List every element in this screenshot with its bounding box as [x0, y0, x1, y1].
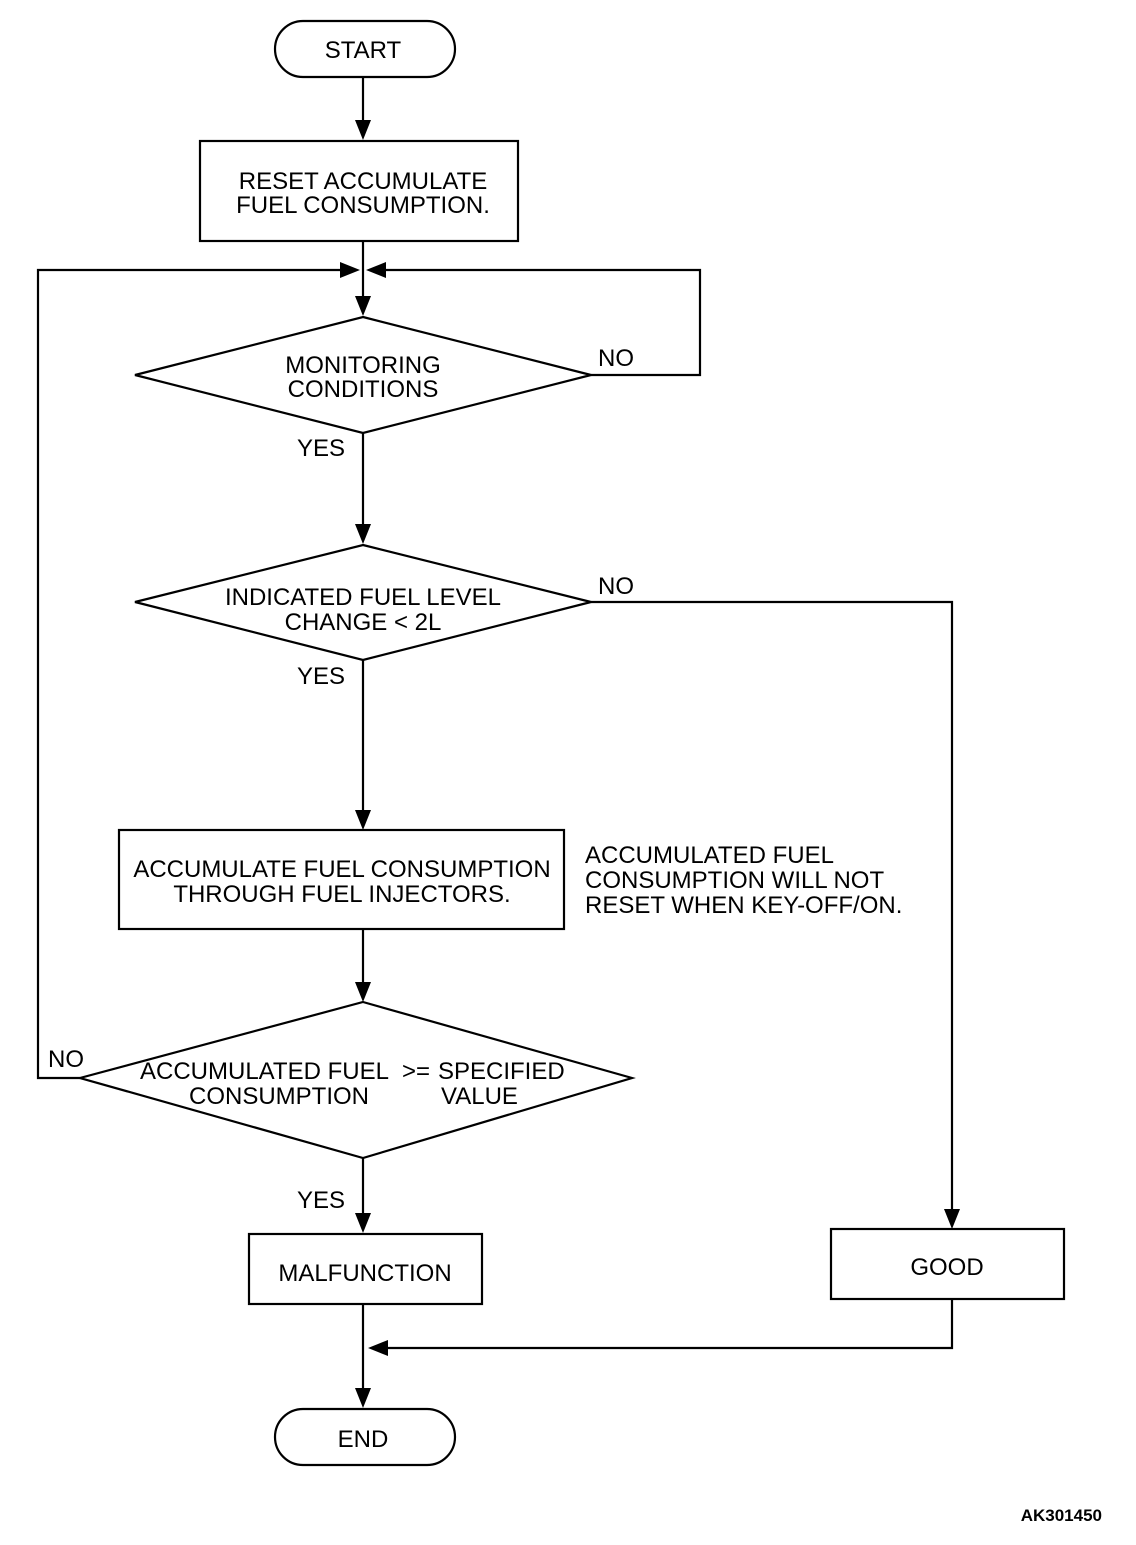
- monitoring-label-line2: CONDITIONS: [288, 376, 439, 403]
- note-line3: RESET WHEN KEY-OFF/ON.: [585, 892, 902, 919]
- arrowhead-good: [944, 1209, 960, 1229]
- reset-process-box: [198, 139, 520, 243]
- arrowhead-loop-left: [340, 262, 360, 278]
- accum-check-line1-left: ACCUMULATED FUEL: [140, 1058, 389, 1085]
- accumulated-fuel-decision: [75, 1000, 636, 1160]
- note-line1: ACCUMULATED FUEL: [585, 842, 834, 869]
- arrowhead-fuel-level: [355, 524, 371, 544]
- reset-label-line1: RESET ACCUMULATE: [239, 168, 488, 195]
- arrowhead-accumulate: [355, 810, 371, 830]
- arrowhead-reset: [355, 120, 371, 140]
- fuel-level-no-label: NO: [598, 573, 634, 600]
- start-terminal: [273, 19, 457, 79]
- accumulate-label-line1: ACCUMULATE FUEL CONSUMPTION: [133, 856, 550, 883]
- malfunction-label: MALFUNCTION: [278, 1260, 451, 1287]
- arrowhead-end: [355, 1388, 371, 1408]
- connector-accum-no-loop: [36, 268, 344, 1080]
- fuel-level-decision: [134, 543, 592, 662]
- reset-label-line2: FUEL CONSUMPTION.: [236, 192, 490, 219]
- end-label: END: [338, 1426, 389, 1453]
- monitoring-no-label: NO: [598, 345, 634, 372]
- arrowhead-good-merge: [368, 1340, 388, 1356]
- arrowhead-monitoring: [355, 296, 371, 316]
- monitoring-yes-label: YES: [297, 435, 345, 462]
- accumulate-process-box: [117, 828, 566, 931]
- monitoring-decision: [134, 315, 592, 435]
- fuel-level-label-line1: INDICATED FUEL LEVEL: [225, 584, 501, 611]
- accum-check-no-label: NO: [48, 1046, 84, 1073]
- accum-check-line2-right: VALUE: [441, 1083, 518, 1110]
- connector-monitoring-no-loop: [382, 268, 702, 377]
- note-line2: CONSUMPTION WILL NOT: [585, 867, 884, 894]
- accumulate-label-line2: THROUGH FUEL INJECTORS.: [173, 881, 510, 908]
- arrowhead-malfunction: [355, 1213, 371, 1233]
- accum-check-operator: >=: [402, 1058, 430, 1085]
- malfunction-box: [247, 1232, 484, 1306]
- arrowhead-loop-right: [366, 262, 386, 278]
- start-label: START: [325, 37, 402, 64]
- connector-good-end: [384, 1299, 954, 1350]
- figure-id: AK301450: [1021, 1506, 1102, 1525]
- accum-check-line1-right: SPECIFIED: [438, 1058, 565, 1085]
- arrowhead-accum-check: [355, 982, 371, 1002]
- good-label: GOOD: [910, 1254, 983, 1281]
- monitoring-label-line1: MONITORING: [285, 352, 441, 379]
- good-box: [829, 1227, 1066, 1301]
- accum-check-yes-label: YES: [297, 1187, 345, 1214]
- fuel-level-label-line2: CHANGE < 2L: [285, 609, 442, 636]
- accum-check-line2-left: CONSUMPTION: [189, 1083, 369, 1110]
- fuel-level-yes-label: YES: [297, 663, 345, 690]
- end-terminal: [273, 1407, 457, 1467]
- connector-fuel-no-good: [591, 600, 954, 1211]
